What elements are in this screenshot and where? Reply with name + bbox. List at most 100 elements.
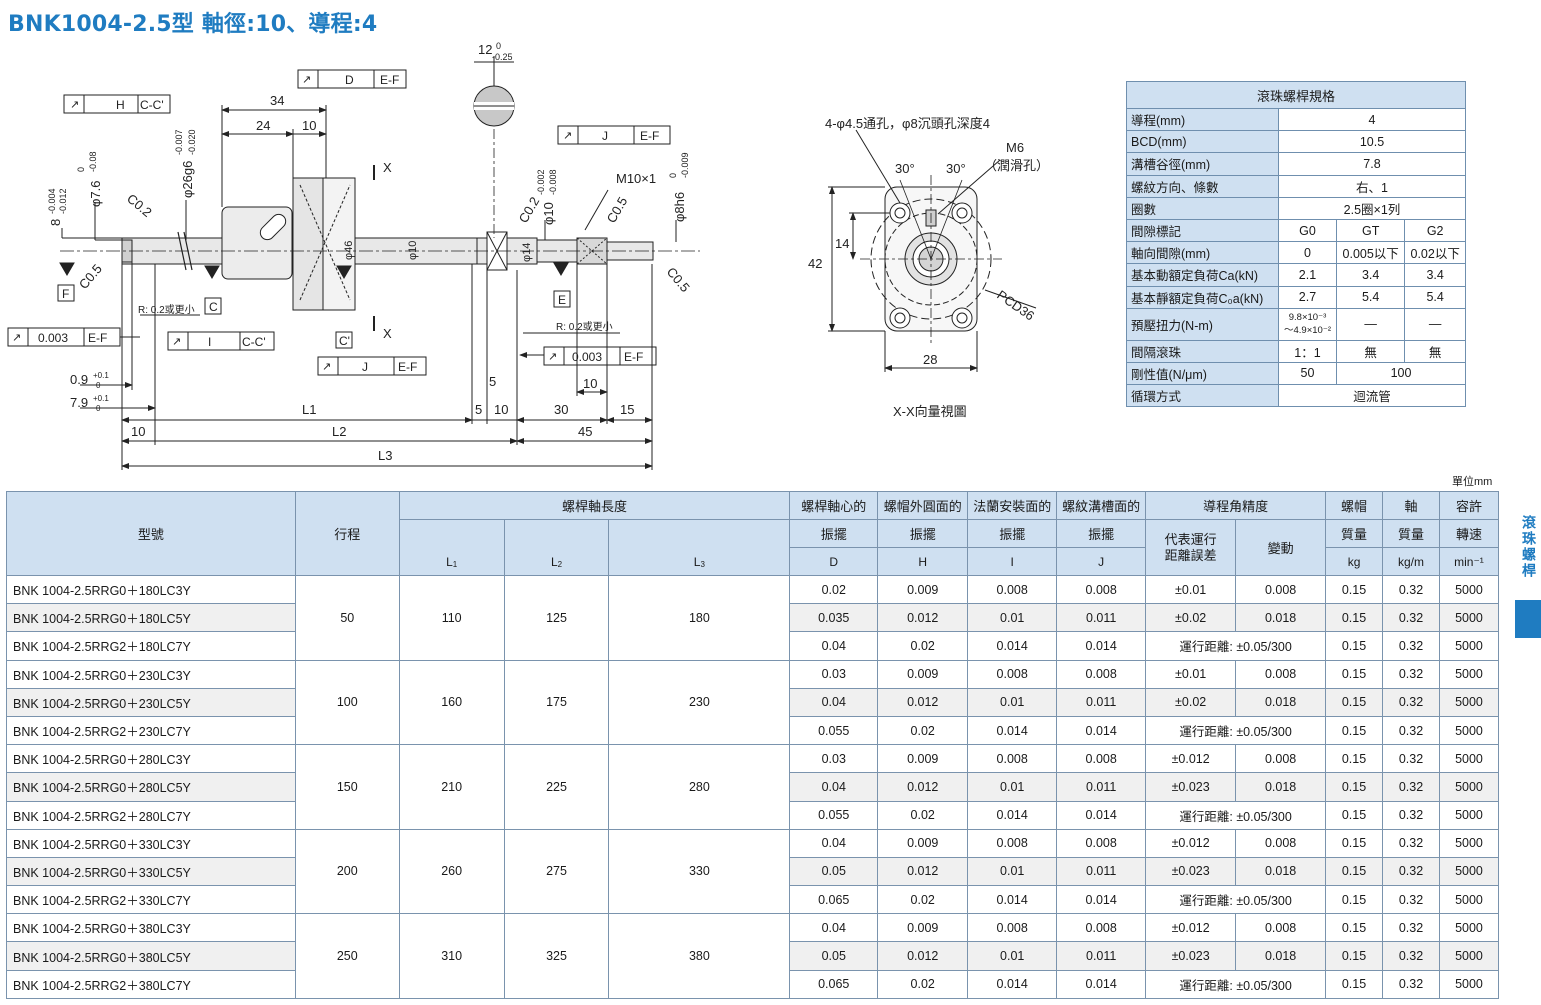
spec-value: 7.8 [1278, 152, 1466, 176]
cell-l1: 160 [398, 659, 505, 746]
frame-j2-ref: E-F [398, 360, 417, 374]
cell-rep-error: ±0.023 [1145, 856, 1237, 887]
cell-nut: 0.15 [1325, 574, 1384, 605]
spec-label: 預壓扭力(N-m) [1126, 307, 1279, 341]
cell-runout-d: 0.04 [789, 913, 879, 943]
dim-14: 14 [835, 236, 849, 251]
cell-stroke: 150 [294, 744, 400, 830]
cell-l2: 325 [503, 913, 610, 999]
cell-nut: 0.15 [1325, 715, 1384, 746]
angle-30-right: 30° [946, 161, 966, 176]
cell-l1: 260 [398, 828, 505, 915]
dim-l1: L1 [302, 402, 316, 417]
cell-shaft: 0.32 [1382, 574, 1440, 605]
tol-12-lower: -0.25 [492, 52, 513, 62]
cell-nut: 0.15 [1325, 603, 1384, 633]
header-j-2: 振擺 [1056, 519, 1147, 548]
dim-5-upper: 5 [489, 374, 496, 389]
cell-shaft: 0.32 [1382, 828, 1440, 858]
cell-runout-h: 0.009 [877, 828, 969, 858]
cell-runout-i: 0.014 [967, 969, 1058, 999]
header-nut-1: 螺帽 [1325, 491, 1384, 520]
cell-l3: 180 [608, 575, 791, 661]
frame-ef-right: 0.003 [572, 350, 602, 364]
page-title: BNK1004-2.5型 軸徑:10、導程:4 [8, 12, 378, 37]
cell-model: BNK 1004-2.5RRG0＋230LC5Y [6, 687, 296, 717]
cell-variation: 0.008 [1235, 828, 1327, 858]
dim-12: 12 [478, 42, 492, 57]
spec-value: 10.5 [1278, 130, 1466, 154]
cell-variation: 0.018 [1235, 856, 1327, 887]
spec-label: 基本動額定負荷Ca(kN) [1126, 263, 1279, 287]
cell-runout-i: 0.008 [967, 744, 1058, 774]
header-h-3: H [877, 547, 969, 576]
chamfer-c05-right: C0.5 [664, 264, 693, 295]
cell-runout-i: 0.008 [967, 574, 1058, 605]
chamfer-c05-mid: C0.5 [604, 194, 631, 225]
cell-runout-d: 0.02 [789, 574, 879, 605]
spec-value: 2.1 [1278, 263, 1337, 287]
cell-variation: 0.008 [1235, 913, 1327, 943]
cell-runout-j: 0.008 [1056, 659, 1147, 689]
header-l3: L3 [608, 519, 791, 576]
cell-nut: 0.15 [1325, 772, 1384, 802]
cell-l2: 175 [503, 659, 610, 746]
cell-shaft: 0.32 [1382, 715, 1440, 746]
cell-variation: 0.018 [1235, 687, 1327, 717]
tol-dia76-upper: 0 [76, 167, 86, 172]
header-j-3: J [1056, 547, 1147, 576]
frame-j: J [602, 129, 608, 143]
cell-speed: 5000 [1438, 744, 1500, 774]
cell-runout-j: 0.011 [1056, 772, 1147, 802]
model-table: 型號 行程 螺桿軸長度 螺桿軸心的 螺帽外圓面的 法蘭安裝面的 螺紋溝槽面的 導… [6, 491, 1500, 999]
cell-shaft: 0.32 [1382, 603, 1440, 633]
dim-7.9: 7.9 [70, 395, 88, 410]
spec-table: 滾珠螺桿規格 導程(mm)4 BCD(mm)10.5 溝槽谷徑(mm)7.8 螺… [1126, 81, 1466, 408]
spec-label: 剛性值(N/μm) [1126, 361, 1279, 386]
header-rep-error: 代表運行距離誤差 [1145, 519, 1237, 576]
dim-dia76: φ7.6 [88, 180, 103, 207]
cell-model: BNK 1004-2.5RRG0＋380LC3Y [6, 913, 296, 943]
cell-variation: 0.018 [1235, 941, 1327, 971]
spec-value: 0 [1278, 241, 1337, 265]
frame-j2: J [362, 360, 368, 374]
header-speed-1: 容許 [1438, 491, 1500, 520]
datum-e: E [558, 293, 566, 307]
cell-variation: 0.018 [1235, 772, 1327, 802]
spec-title: 滾珠螺桿規格 [1126, 81, 1466, 109]
frame-ef-left-ref: E-F [88, 331, 107, 345]
header-i-3: I [967, 547, 1058, 576]
cell-model: BNK 1004-2.5RRG0＋330LC3Y [6, 828, 296, 858]
cell-runout-j: 0.014 [1056, 631, 1147, 661]
cell-runout-d: 0.065 [789, 969, 879, 999]
dim-dia8h6: φ8h6 [672, 192, 687, 222]
flange-view [828, 129, 1037, 372]
cell-shaft: 0.32 [1382, 631, 1440, 661]
dim-24: 24 [256, 118, 270, 133]
cell-l1: 110 [398, 575, 505, 661]
dim-l3: L3 [378, 448, 392, 463]
torque-range-high: ～4.9×10⁻² [1284, 325, 1331, 337]
runout-symbol-ef2: ↗ [548, 351, 557, 363]
header-stroke: 行程 [294, 491, 400, 576]
spec-value: 50 [1278, 361, 1337, 386]
section-x-bottom: X [383, 326, 392, 341]
l3-sub: 3 [700, 560, 705, 569]
torque-range-low: 9.8×10⁻³ [1288, 312, 1327, 324]
header-j-1: 螺紋溝槽面的 [1056, 491, 1147, 520]
spec-value: 5.4 [1404, 285, 1466, 309]
header-d-1: 螺桿軸心的 [789, 491, 879, 520]
cell-model: BNK 1004-2.5RRG0＋330LC5Y [6, 856, 296, 887]
cell-runout-j: 0.014 [1056, 969, 1147, 999]
cell-runout-d: 0.03 [789, 659, 879, 689]
header-shaft-2: 質量 [1382, 519, 1440, 548]
cell-shaft: 0.32 [1382, 885, 1440, 915]
dim-l2: L2 [332, 424, 346, 439]
cell-l2: 125 [503, 575, 610, 661]
cell-speed: 5000 [1438, 885, 1500, 915]
frame-d-ref: E-F [380, 73, 399, 87]
cell-speed: 5000 [1438, 828, 1500, 858]
tol-dia8-upper: 0 [668, 173, 678, 178]
